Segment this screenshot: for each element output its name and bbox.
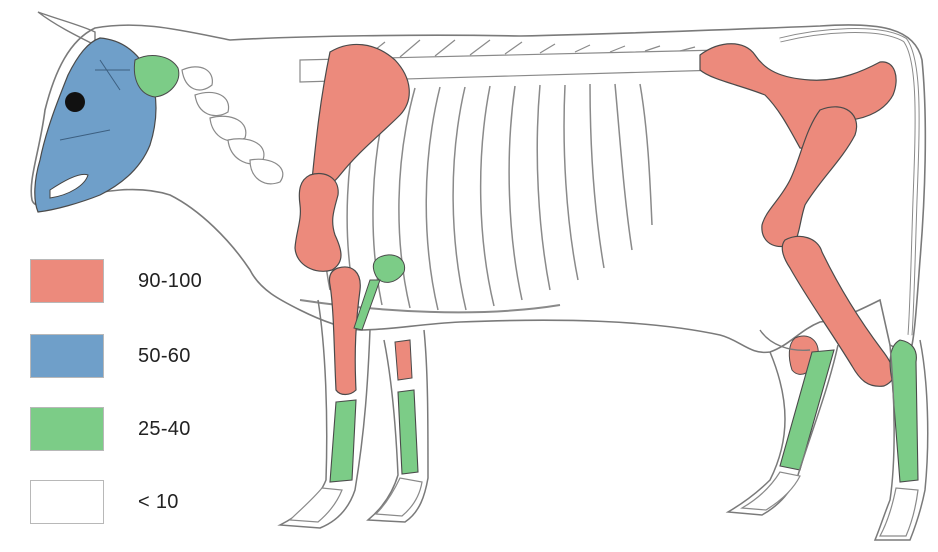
- legend-swatch-white: [30, 480, 104, 524]
- legend-item-50-60: 50-60: [30, 334, 191, 378]
- legend-item-under-10: < 10: [30, 480, 179, 524]
- legend-item-25-40: 25-40: [30, 407, 191, 451]
- pelvis-bone: [700, 44, 896, 149]
- ulna-bone: [373, 255, 404, 283]
- legend-label: 90-100: [138, 270, 202, 293]
- cervical-vertebrae: [182, 67, 283, 184]
- cannon-hind-rear-bone: [780, 350, 834, 470]
- legend-label: 50-60: [138, 345, 191, 368]
- legend-label: 25-40: [138, 418, 191, 441]
- legend-swatch-green: [30, 407, 104, 451]
- legend-swatch-red: [30, 259, 104, 303]
- eye-socket: [65, 92, 85, 112]
- radius-front-bone: [329, 267, 360, 395]
- legend-swatch-blue: [30, 334, 104, 378]
- humerus-bone: [295, 174, 341, 272]
- cannon-front-bone: [330, 400, 356, 482]
- femur-bone: [762, 107, 857, 247]
- radius-rear-front-bone: [395, 340, 412, 380]
- legend-item-90-100: 90-100: [30, 259, 202, 303]
- horn-outline: [38, 12, 95, 45]
- cannon-front-rear-bone: [398, 390, 418, 474]
- legend-label: < 10: [138, 491, 179, 514]
